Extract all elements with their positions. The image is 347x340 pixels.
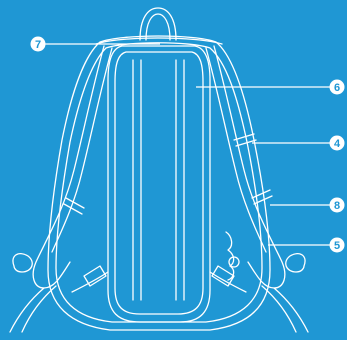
callout-4: 4: [330, 136, 345, 151]
right-buckle-strap: [210, 272, 246, 292]
right-shoulder-strap: [214, 46, 285, 288]
callout-6: 6: [330, 80, 345, 95]
left-shoulder-strap: [33, 46, 104, 288]
right-shoulder-strap-inner: [206, 48, 266, 252]
callout-6-label: 6: [334, 82, 340, 94]
back-channel-right: [176, 60, 184, 300]
right-strap-loop: [286, 254, 305, 272]
left-buckle-strap: [72, 272, 108, 292]
callout-8-label: 8: [334, 200, 340, 212]
left-lower-strap: [10, 286, 56, 332]
back-panel: [108, 46, 210, 322]
callout-8: 8: [330, 198, 345, 213]
back-channel-left: [133, 60, 141, 300]
callout-7: 7: [31, 37, 46, 52]
left-strap-loop: [13, 254, 32, 272]
bag-outer-outline: [48, 36, 270, 330]
right-strap-stitch-1: [234, 134, 254, 140]
back-panel-inner: [115, 52, 203, 314]
top-handle: [140, 8, 176, 40]
left-shoulder-strap-inner: [52, 48, 112, 252]
callout-5: 5: [330, 238, 345, 253]
callout-4-label: 4: [334, 138, 341, 150]
callout-5-label: 5: [334, 240, 340, 252]
right-strap-stitch-3: [252, 190, 270, 198]
right-lower-strap: [262, 286, 308, 332]
callout-7-label: 7: [35, 39, 41, 51]
